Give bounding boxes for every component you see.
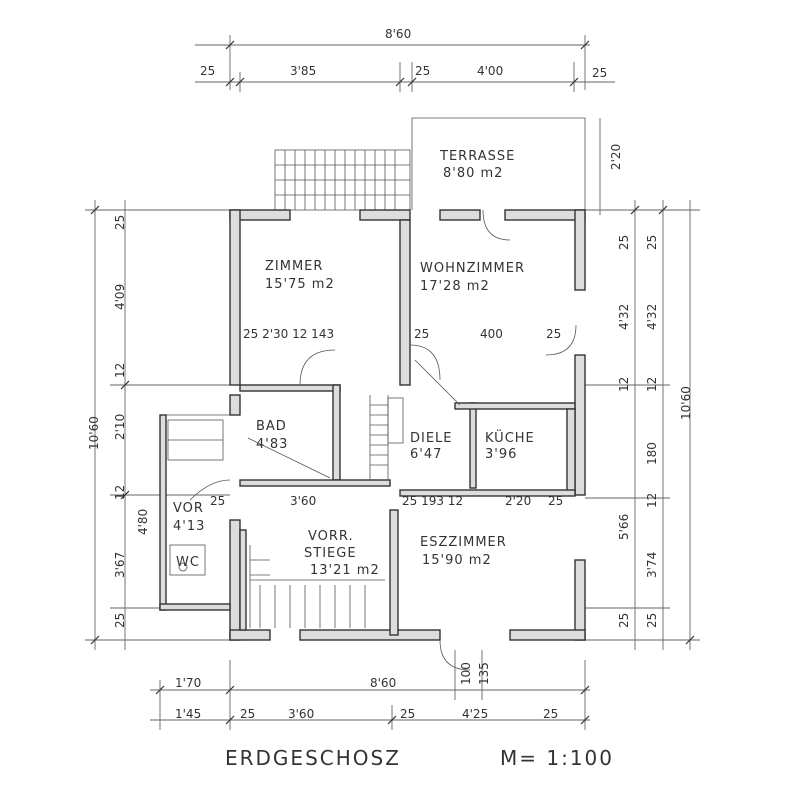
dim-right-25b: 25 <box>645 235 659 250</box>
dim-kueche-25: 25 <box>548 494 563 508</box>
bad-label: BAD <box>256 419 287 434</box>
kueche-area: 3'96 <box>485 447 517 462</box>
dim-wohn-400: 400 <box>480 327 503 341</box>
dim-top-25-mid: 25 <box>415 64 430 78</box>
zimmer-area: 15'75 m2 <box>265 277 335 292</box>
dim-left-1060: 10'60 <box>87 416 101 450</box>
vorr-area: 13'21 m2 <box>310 563 380 578</box>
dim-wohn-25: 25 <box>414 327 429 341</box>
dim-bottom-145: 1'45 <box>175 707 201 721</box>
esszimmer-label: ESZZIMMER <box>420 535 507 550</box>
dim-left-480: 4'80 <box>136 509 150 535</box>
dim-bottom-25c: 25 <box>543 707 558 721</box>
dim-left-210: 2'10 <box>113 414 127 440</box>
door-swings <box>189 209 577 671</box>
dim-bad-25: 25 <box>210 494 225 508</box>
dim-right-374: 3'74 <box>645 552 659 578</box>
dim-right-12a: 12 <box>617 377 631 392</box>
dim-right-25a: 25 <box>617 235 631 250</box>
dim-kueche-row: 25 193 12 <box>402 494 463 508</box>
dim-bottom-170: 1'70 <box>175 676 201 690</box>
dim-right-566: 5'66 <box>617 514 631 540</box>
dim-terrace-depth: 2'20 <box>609 144 623 170</box>
vor-label: VOR <box>173 501 204 516</box>
zimmer-label: ZIMMER <box>265 259 323 274</box>
diele-area: 6'47 <box>410 447 442 462</box>
dim-bottom-360: 3'60 <box>288 707 314 721</box>
dim-right-12c: 12 <box>645 493 659 508</box>
dim-top-25-right: 25 <box>592 66 607 80</box>
dim-right-12b: 12 <box>645 377 659 392</box>
diele-label: DIELE <box>410 431 453 446</box>
dim-right-432a: 4'32 <box>617 304 631 330</box>
terrasse-label: TERRASSE <box>439 149 515 164</box>
terrasse-area: 8'80 m2 <box>443 166 503 181</box>
dim-top-385: 3'85 <box>290 64 316 78</box>
dim-wohn-25b: 25 <box>546 327 561 341</box>
dim-top-total: 8'60 <box>385 27 411 41</box>
dim-left-25-bottom: 25 <box>113 613 127 628</box>
wc-label: WC <box>176 555 200 570</box>
inner-dimension-labels: 25 2'30 12 143 25 400 25 25 3'60 25 193 … <box>210 327 563 508</box>
plan-title: ERDGESCHOSZ M= 1:100 <box>225 746 614 770</box>
dim-left-25-top: 25 <box>113 215 127 230</box>
dim-bottom-100: 100 <box>459 662 473 685</box>
vorr-label: VORR. <box>308 529 354 544</box>
dim-bottom-25b: 25 <box>400 707 415 721</box>
dim-left-367: 3'67 <box>113 552 127 578</box>
title-label: ERDGESCHOSZ <box>225 746 401 770</box>
dim-right-432b: 4'32 <box>645 304 659 330</box>
dim-top-400: 4'00 <box>477 64 503 78</box>
dim-bottom-425: 4'25 <box>462 707 488 721</box>
dim-left-12: 12 <box>113 363 127 378</box>
dim-right-25c: 25 <box>617 613 631 628</box>
bad-area: 4'83 <box>256 437 288 452</box>
dim-bottom-135: 135 <box>477 662 491 685</box>
dim-top-25-left: 25 <box>200 64 215 78</box>
vor-area: 4'13 <box>173 519 205 534</box>
entry-annex <box>159 414 231 611</box>
dim-right-1060: 10'60 <box>679 386 693 420</box>
dimension-labels: 8'60 25 3'85 25 4'00 25 2'20 25 4'09 12 … <box>87 27 693 721</box>
dim-right-25d: 25 <box>645 613 659 628</box>
wohnzimmer-label: WOHNZIMMER <box>420 261 525 276</box>
kueche-label: KÜCHE <box>485 429 535 446</box>
stairs <box>249 395 404 628</box>
wohnzimmer-area: 17'28 m2 <box>420 279 490 294</box>
terrace <box>274 117 586 211</box>
interior-walls <box>239 219 576 636</box>
scale-label: M= 1:100 <box>500 746 614 770</box>
stiege-label: STIEGE <box>304 546 357 561</box>
dimension-lines <box>85 35 700 730</box>
esszimmer-area: 15'90 m2 <box>422 553 492 568</box>
room-labels: TERRASSE 8'80 m2 ZIMMER 15'75 m2 WOHNZIM… <box>173 149 535 578</box>
dim-bottom-860: 8'60 <box>370 676 396 690</box>
dim-left-12b: 12 <box>113 485 127 500</box>
exterior-walls <box>229 209 586 641</box>
dim-left-409: 4'09 <box>113 284 127 310</box>
dim-bad-360: 3'60 <box>290 494 316 508</box>
dim-zimmer-row: 25 2'30 12 143 <box>243 327 334 341</box>
dim-kueche-220: 2'20 <box>505 494 531 508</box>
dim-bottom-25a: 25 <box>240 707 255 721</box>
dim-right-180: 180 <box>645 442 659 465</box>
